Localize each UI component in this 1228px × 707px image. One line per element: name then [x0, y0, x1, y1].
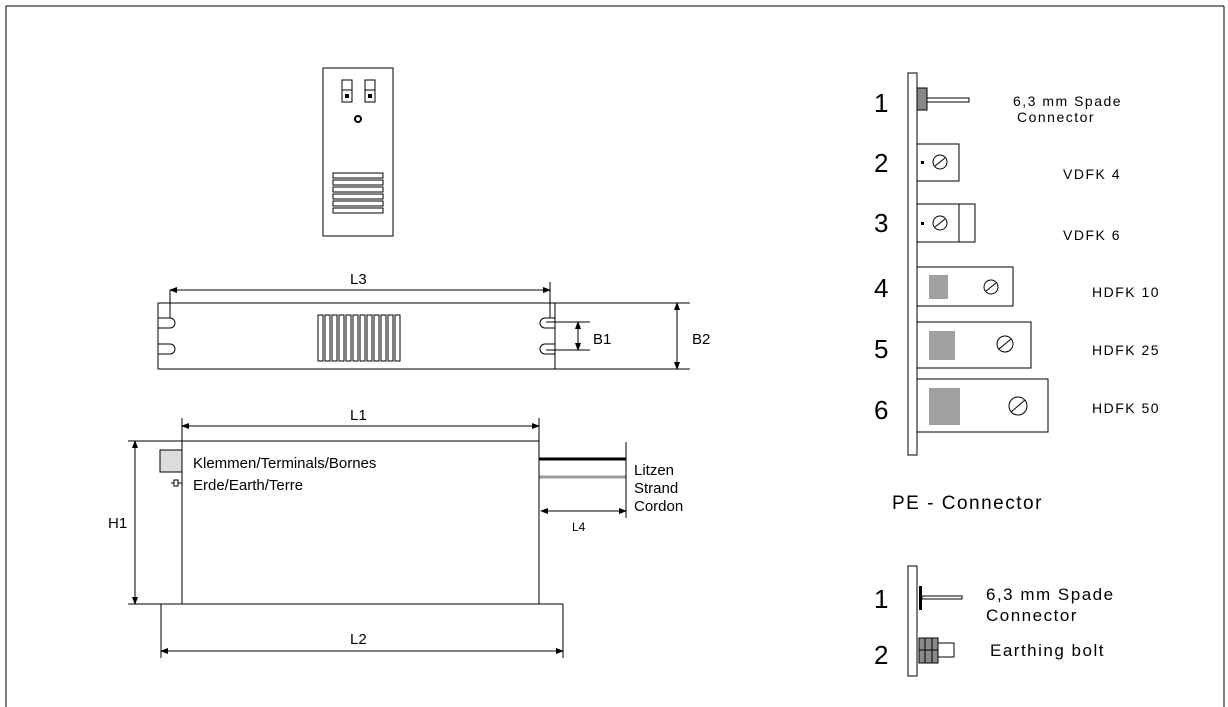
terminal-num-2: 2 — [874, 148, 888, 178]
pe-connector-title: PE - Connector — [892, 493, 1043, 514]
pe-name-1-line2: Connector — [986, 606, 1078, 625]
top-view — [157, 302, 556, 370]
front-vent — [332, 172, 384, 214]
earth-label: Erde/Earth/Terre — [193, 477, 303, 494]
terminal-num-5: 5 — [874, 334, 888, 364]
side-view — [159, 440, 626, 605]
pe-connector-panel — [907, 565, 963, 677]
pe-num-2: 2 — [874, 640, 888, 670]
label-b1: B1 — [593, 331, 611, 348]
dimension-l4 — [540, 442, 627, 518]
wires-label-1: Litzen — [634, 462, 674, 479]
pe-1-spade — [919, 586, 963, 610]
pe-name-2: Earthing bolt — [990, 641, 1105, 660]
terminal-1-spade — [916, 87, 928, 111]
wires-label-3: Cordon — [634, 498, 683, 515]
terminal-num-6: 6 — [874, 395, 888, 425]
terminal-name-1-line2: Connector — [1017, 109, 1095, 125]
dimension-b1 — [546, 321, 590, 351]
pe-2-earthing-bolt — [918, 637, 955, 664]
terminal-mounting-plate — [907, 72, 918, 456]
label-b2: B2 — [692, 331, 710, 348]
terminals-label: Klemmen/Terminals/Bornes — [193, 455, 376, 472]
terminal-block — [159, 449, 183, 473]
dimension-l3 — [169, 282, 551, 318]
dimension-l2 — [160, 604, 564, 658]
top-vent — [317, 314, 401, 362]
terminal-types-panel — [907, 72, 1049, 456]
terminal-5-hdfk25 — [916, 321, 1032, 369]
terminal-name-5: HDFK 25 — [1092, 342, 1160, 358]
label-l1: L1 — [350, 407, 367, 424]
dimension-h1 — [128, 440, 182, 605]
terminal-num-1: 1 — [874, 88, 888, 118]
terminal-name-6: HDFK 50 — [1092, 400, 1160, 416]
terminal-3-vdfk6 — [916, 203, 976, 243]
terminal-num-3: 3 — [874, 208, 888, 238]
front-view — [322, 67, 394, 237]
dimension-b2 — [555, 302, 690, 370]
label-l3: L3 — [350, 271, 367, 288]
pe-num-1: 1 — [874, 584, 888, 614]
terminal-6-hdfk50 — [916, 378, 1049, 433]
pe-mounting-plate — [907, 565, 918, 677]
dimension-l1 — [181, 418, 540, 441]
terminal-4-hdfk10 — [916, 266, 1014, 307]
pe-name-1-line1: 6,3 mm Spade — [986, 585, 1115, 604]
earth-stud — [171, 479, 182, 487]
terminal-name-3: VDFK 6 — [1063, 227, 1121, 243]
wires-label-2: Strand — [634, 480, 678, 497]
label-h1: H1 — [108, 515, 127, 532]
label-l4: L4 — [572, 520, 586, 534]
terminal-name-4: HDFK 10 — [1092, 284, 1160, 300]
terminal-num-4: 4 — [874, 273, 888, 303]
label-l2: L2 — [350, 631, 367, 648]
terminal-name-2: VDFK 4 — [1063, 166, 1121, 182]
terminal-name-1-line1: 6,3 mm Spade — [1013, 93, 1122, 109]
terminal-2-vdfk4 — [916, 143, 960, 182]
